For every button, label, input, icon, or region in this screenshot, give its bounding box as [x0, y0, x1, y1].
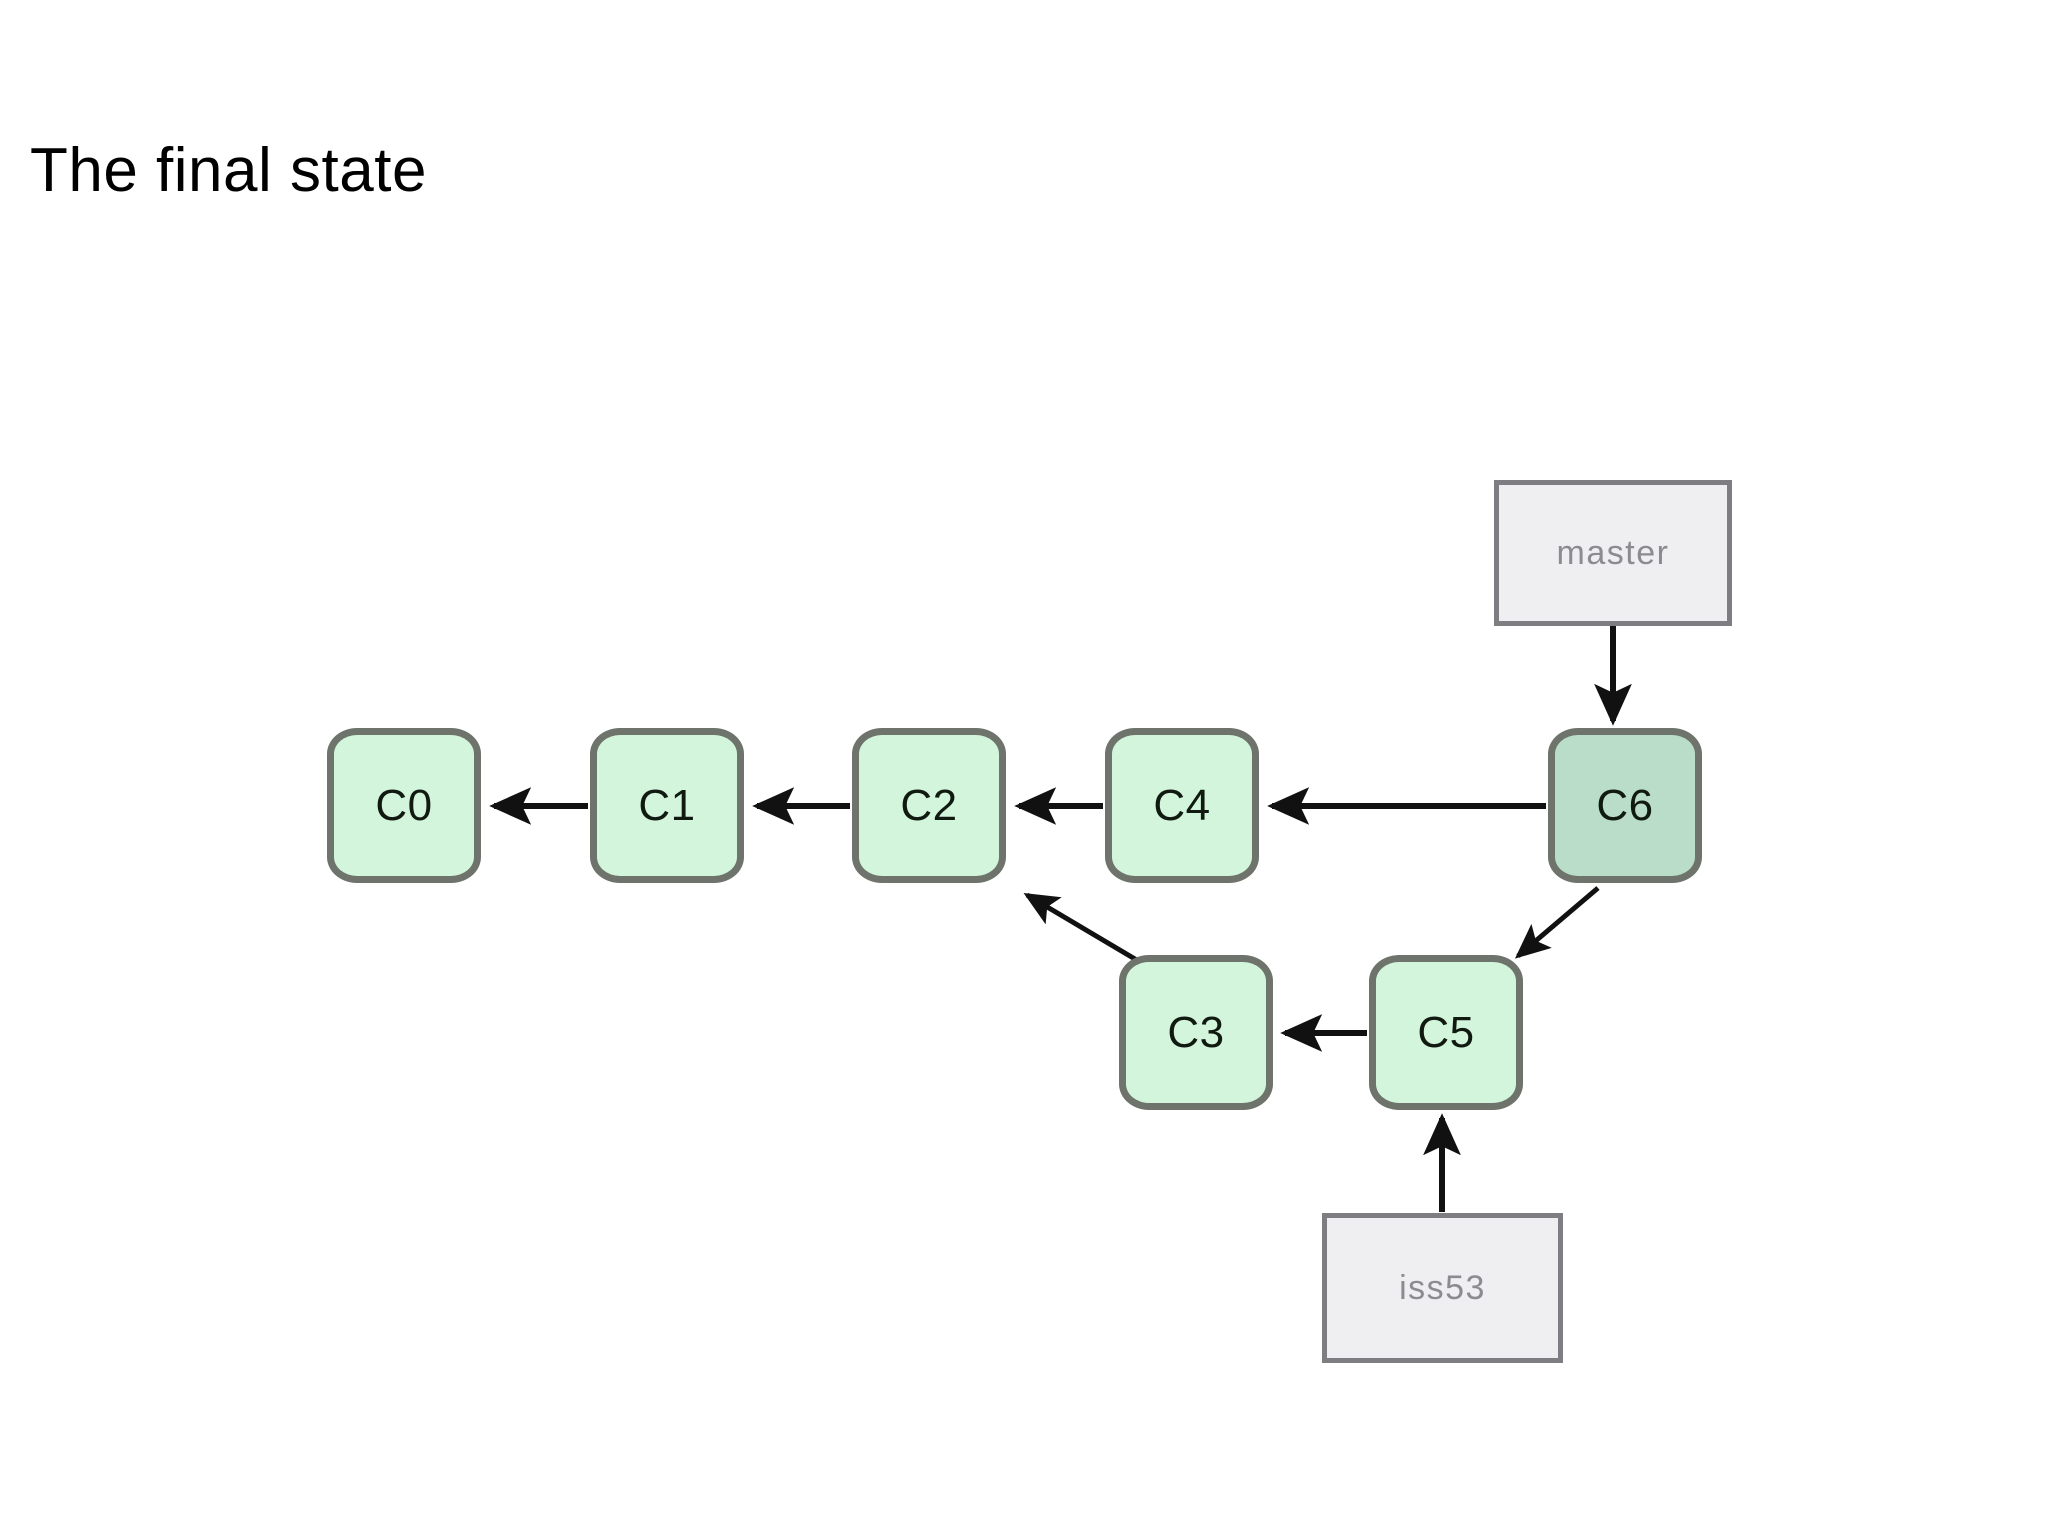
commit-label: C1: [638, 780, 696, 830]
edge-c3-to-c2: [1023, 892, 1142, 965]
commit-node-c1[interactable]: C1: [590, 728, 744, 883]
edge-c6-to-c5: [1514, 886, 1600, 959]
branch-label-iss53[interactable]: iss53: [1322, 1213, 1563, 1363]
commit-label: C2: [900, 780, 958, 830]
page-title: The final state: [30, 136, 427, 205]
branch-name: master: [1556, 533, 1670, 572]
commit-node-c3[interactable]: C3: [1119, 955, 1273, 1110]
commit-node-c4[interactable]: C4: [1105, 728, 1259, 883]
branch-label-master[interactable]: master: [1494, 480, 1732, 626]
commit-label: C6: [1596, 780, 1654, 830]
commit-node-c5[interactable]: C5: [1369, 955, 1523, 1110]
commit-label: C4: [1153, 780, 1211, 830]
commit-label: C0: [375, 780, 433, 830]
commit-node-c6[interactable]: C6: [1548, 728, 1702, 883]
commit-label: C5: [1417, 1007, 1475, 1057]
commit-node-c2[interactable]: C2: [852, 728, 1006, 883]
commit-label: C3: [1167, 1007, 1225, 1057]
branch-name: iss53: [1399, 1268, 1486, 1307]
commit-node-c0[interactable]: C0: [327, 728, 481, 883]
